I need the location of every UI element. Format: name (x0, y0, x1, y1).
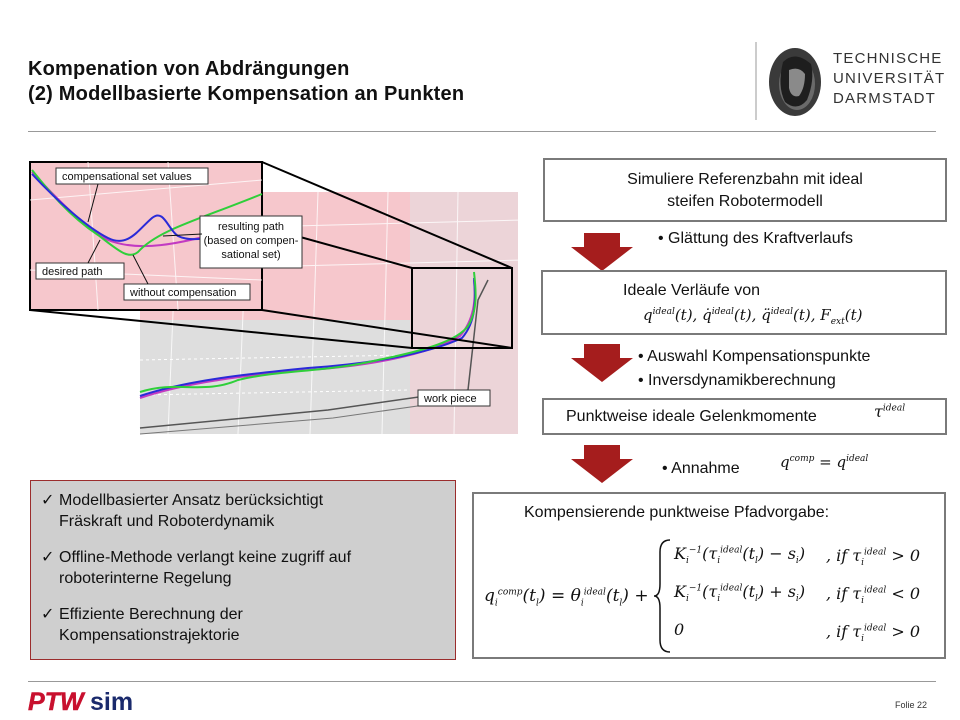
flow-box-joint-torques: Punktweise ideale Gelenkmomente τideal (542, 398, 947, 435)
footer-divider (28, 681, 936, 682)
box1-line-2: steifen Robotermodell (667, 193, 823, 210)
formula-lhs: qicomp(tl) = θiideal(tl) + (484, 586, 649, 609)
summary-box: ✓ Modellbasierter Ansatz berücksichtigt … (30, 480, 456, 660)
label-resulting-3: sational set) (221, 249, 280, 261)
summary-item-3-line-1: Effiziente Berechnung der (59, 606, 243, 623)
university-line-2: UNIVERSITÄT (833, 70, 946, 87)
page-number: Folie 22 (895, 700, 928, 710)
formula-case-2: Ki−1(τiideal(tl) + si) (674, 582, 806, 605)
university-line-1: TECHNISCHE (833, 50, 943, 67)
formula-case-3: 0 (674, 620, 685, 639)
box2-line-1: Ideale Verläufe von (623, 282, 760, 299)
workpiece-floor (140, 320, 410, 434)
condition-1-text: , if (826, 546, 848, 565)
summary-item-2-line-1: Offline-Methode verlangt keine zugriff a… (59, 549, 352, 566)
box4-title: Kompensierende punktweise Pfadvorgabe: (524, 504, 830, 521)
summary-item-1-line-1: Modellbasierter Ansatz berücksichtigt (59, 492, 324, 509)
summary-item-1-line-2: Fräskraft und Roboterdynamik (59, 513, 275, 530)
summary-item-2-line-2: roboterinterne Regelung (59, 570, 232, 587)
condition-3: , if τiideal > 0 (826, 622, 921, 645)
label-without: without compensation (129, 287, 236, 299)
condition-2-text: , if (826, 584, 848, 603)
bullet-auswahl: • Auswahl Kompensationspunkte (638, 348, 871, 365)
condition-3-text: , if (826, 622, 848, 641)
flow-box-ideal-curves: Ideale Verläufe von qideal(t), q̇ideal(t… (541, 270, 947, 335)
down-arrow-icon (571, 233, 633, 271)
slide-title: Kompenation von Abdrängungen (2) Modellb… (28, 57, 464, 107)
bullet-annahme: • Annahme (662, 460, 740, 477)
box3-text: Punktweise ideale Gelenkmomente (566, 408, 817, 425)
summary-item-3: ✓ Effiziente Berechnung der Kompensation… (41, 604, 243, 646)
check-icon: ✓ (41, 492, 55, 509)
annahme-formula: qcomp = qideal (780, 453, 869, 471)
summary-item-1: ✓ Modellbasierter Ansatz berücksichtigt … (41, 490, 324, 532)
condition-2: , if τiideal < 0 (826, 584, 921, 607)
university-name: TECHNISCHE UNIVERSITÄT DARMSTADT (833, 49, 945, 109)
zoom-region (411, 267, 513, 349)
bullet-inversdynamik: • Inversdynamikberechnung (638, 372, 836, 389)
down-arrow-icon (571, 344, 633, 382)
ptw-logo-text: PTW (28, 688, 86, 716)
check-icon: ✓ (41, 549, 55, 566)
tu-darmstadt-seal-icon (755, 42, 821, 120)
university-line-3: DARMSTADT (833, 90, 937, 107)
title-line-2: (2) Modellbasierte Kompensation an Punkt… (28, 83, 465, 105)
bullet-glaettung: • Glättung des Kraftverlaufs (658, 230, 854, 247)
label-work-piece: work piece (423, 393, 477, 405)
sim-logo-text: sim (90, 688, 133, 716)
ideal-curves-formula: qideal(t), q̇ideal(t), q̈ideal(t), Fext(… (643, 306, 863, 327)
tau-ideal-symbol: τideal (874, 402, 906, 421)
flow-box-simulation: Simuliere Referenzbahn mit ideal steifen… (543, 158, 947, 222)
compensation-figure: compensational set values resulting path… (29, 161, 518, 435)
formula-case-1: Ki−1(τiideal(tl) − si) (674, 544, 806, 567)
header-divider (28, 131, 936, 132)
flow-box-compensation: Kompensierende punktweise Pfadvorgabe: q… (472, 492, 946, 659)
check-icon: ✓ (41, 606, 55, 623)
summary-item-2: ✓ Offline-Methode verlangt keine zugriff… (41, 547, 352, 589)
label-resulting-1: resulting path (218, 221, 284, 233)
title-line-1: Kompenation von Abdrängungen (28, 58, 350, 80)
box1-line-1: Simuliere Referenzbahn mit ideal (627, 171, 863, 188)
label-desired: desired path (42, 266, 103, 278)
label-compensational: compensational set values (62, 171, 192, 183)
summary-item-3-line-2: Kompensationstrajektorie (59, 627, 240, 644)
label-resulting-2: (based on compen- (204, 235, 299, 247)
ptw-sim-logo: PTW sim (28, 688, 133, 716)
curly-brace-icon (653, 539, 671, 653)
down-arrow-icon (571, 445, 633, 483)
condition-1: , if τiideal > 0 (826, 546, 921, 569)
